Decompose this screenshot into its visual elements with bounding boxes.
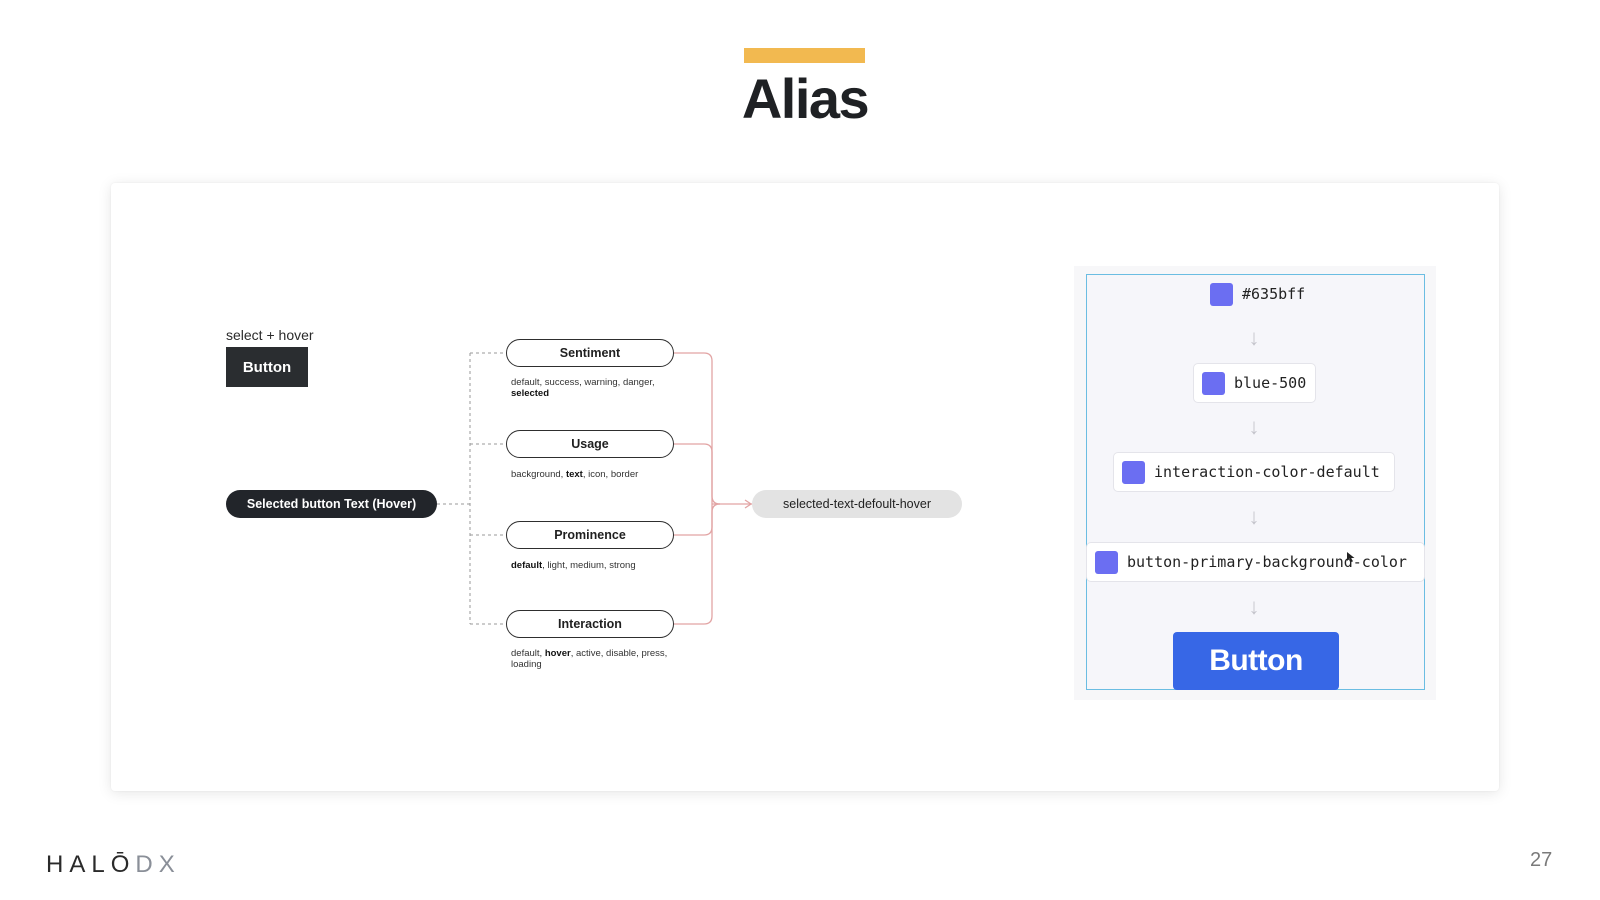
node-interaction-desc: default, hover, active, disable, press, … (511, 648, 681, 670)
desc-segment: , light, medium, strong (542, 560, 636, 571)
down-arrow-icon: ↓ (1248, 594, 1260, 619)
token-hex: #635bff (1202, 274, 1313, 314)
pink-connectors (674, 352, 753, 625)
logo-halo-text: HALŌ (46, 851, 136, 878)
node-prominence-desc: default, light, medium, strong (511, 560, 686, 571)
down-arrow-icon: ↓ (1248, 414, 1260, 439)
token-interaction-color-label: interaction-color-default (1154, 463, 1380, 481)
color-swatch-icon (1122, 460, 1145, 484)
pink-branch-prominence (674, 503, 721, 536)
node-usage: Usage (506, 430, 674, 458)
node-sentiment-desc: default, success, warning, danger, selec… (511, 377, 686, 399)
halodx-logo: HALŌDX (46, 851, 181, 879)
token-blue-500-label: blue-500 (1234, 374, 1307, 392)
desc-segment: default, success, warning, danger, (511, 377, 655, 388)
node-usage-desc: background, text, icon, border (511, 469, 686, 480)
desc-segment: hover (544, 648, 571, 659)
dashed-connectors (437, 352, 506, 625)
node-interaction: Interaction (506, 610, 674, 638)
color-swatch-icon (1202, 371, 1225, 395)
desc-segment: , active, disable, press, loading (511, 648, 668, 670)
color-swatch-icon (1095, 550, 1118, 574)
result-pill: selected-text-defoult-hover (752, 490, 962, 518)
node-prominence: Prominence (506, 521, 674, 549)
example-dark-button[interactable]: Button (226, 347, 308, 387)
down-arrow-icon: ↓ (1248, 504, 1260, 529)
down-arrow-icon: ↓ (1248, 325, 1260, 350)
title-accent-bar (744, 48, 865, 63)
desc-segment: text (565, 469, 583, 480)
color-swatch-icon (1210, 282, 1233, 306)
token-interaction-color: interaction-color-default (1113, 452, 1395, 492)
desc-segment: , icon, border (582, 469, 639, 480)
token-blue-500: blue-500 (1193, 363, 1316, 403)
node-sentiment: Sentiment (506, 339, 674, 367)
primary-button-preview[interactable]: Button (1173, 632, 1339, 690)
mouse-cursor-icon (1347, 552, 1355, 562)
arrowhead-icon (744, 499, 753, 509)
desc-segment: selected (511, 388, 550, 399)
desc-segment: background, (511, 469, 566, 480)
token-hex-label: #635bff (1242, 285, 1306, 303)
token-button-primary-bg: button-primary-background-color (1086, 542, 1425, 582)
token-button-primary-bg-label: button-primary-background-color (1127, 553, 1407, 571)
page-title: Alias (741, 67, 870, 130)
select-hover-label: select + hover (226, 327, 314, 343)
pink-branch-usage (674, 443, 721, 505)
desc-segment: default, (511, 648, 545, 659)
page-number: 27 (1530, 849, 1553, 871)
source-pill: Selected button Text (Hover) (226, 490, 437, 518)
logo-dx-text: DX (135, 851, 181, 878)
desc-segment: default (511, 560, 543, 571)
